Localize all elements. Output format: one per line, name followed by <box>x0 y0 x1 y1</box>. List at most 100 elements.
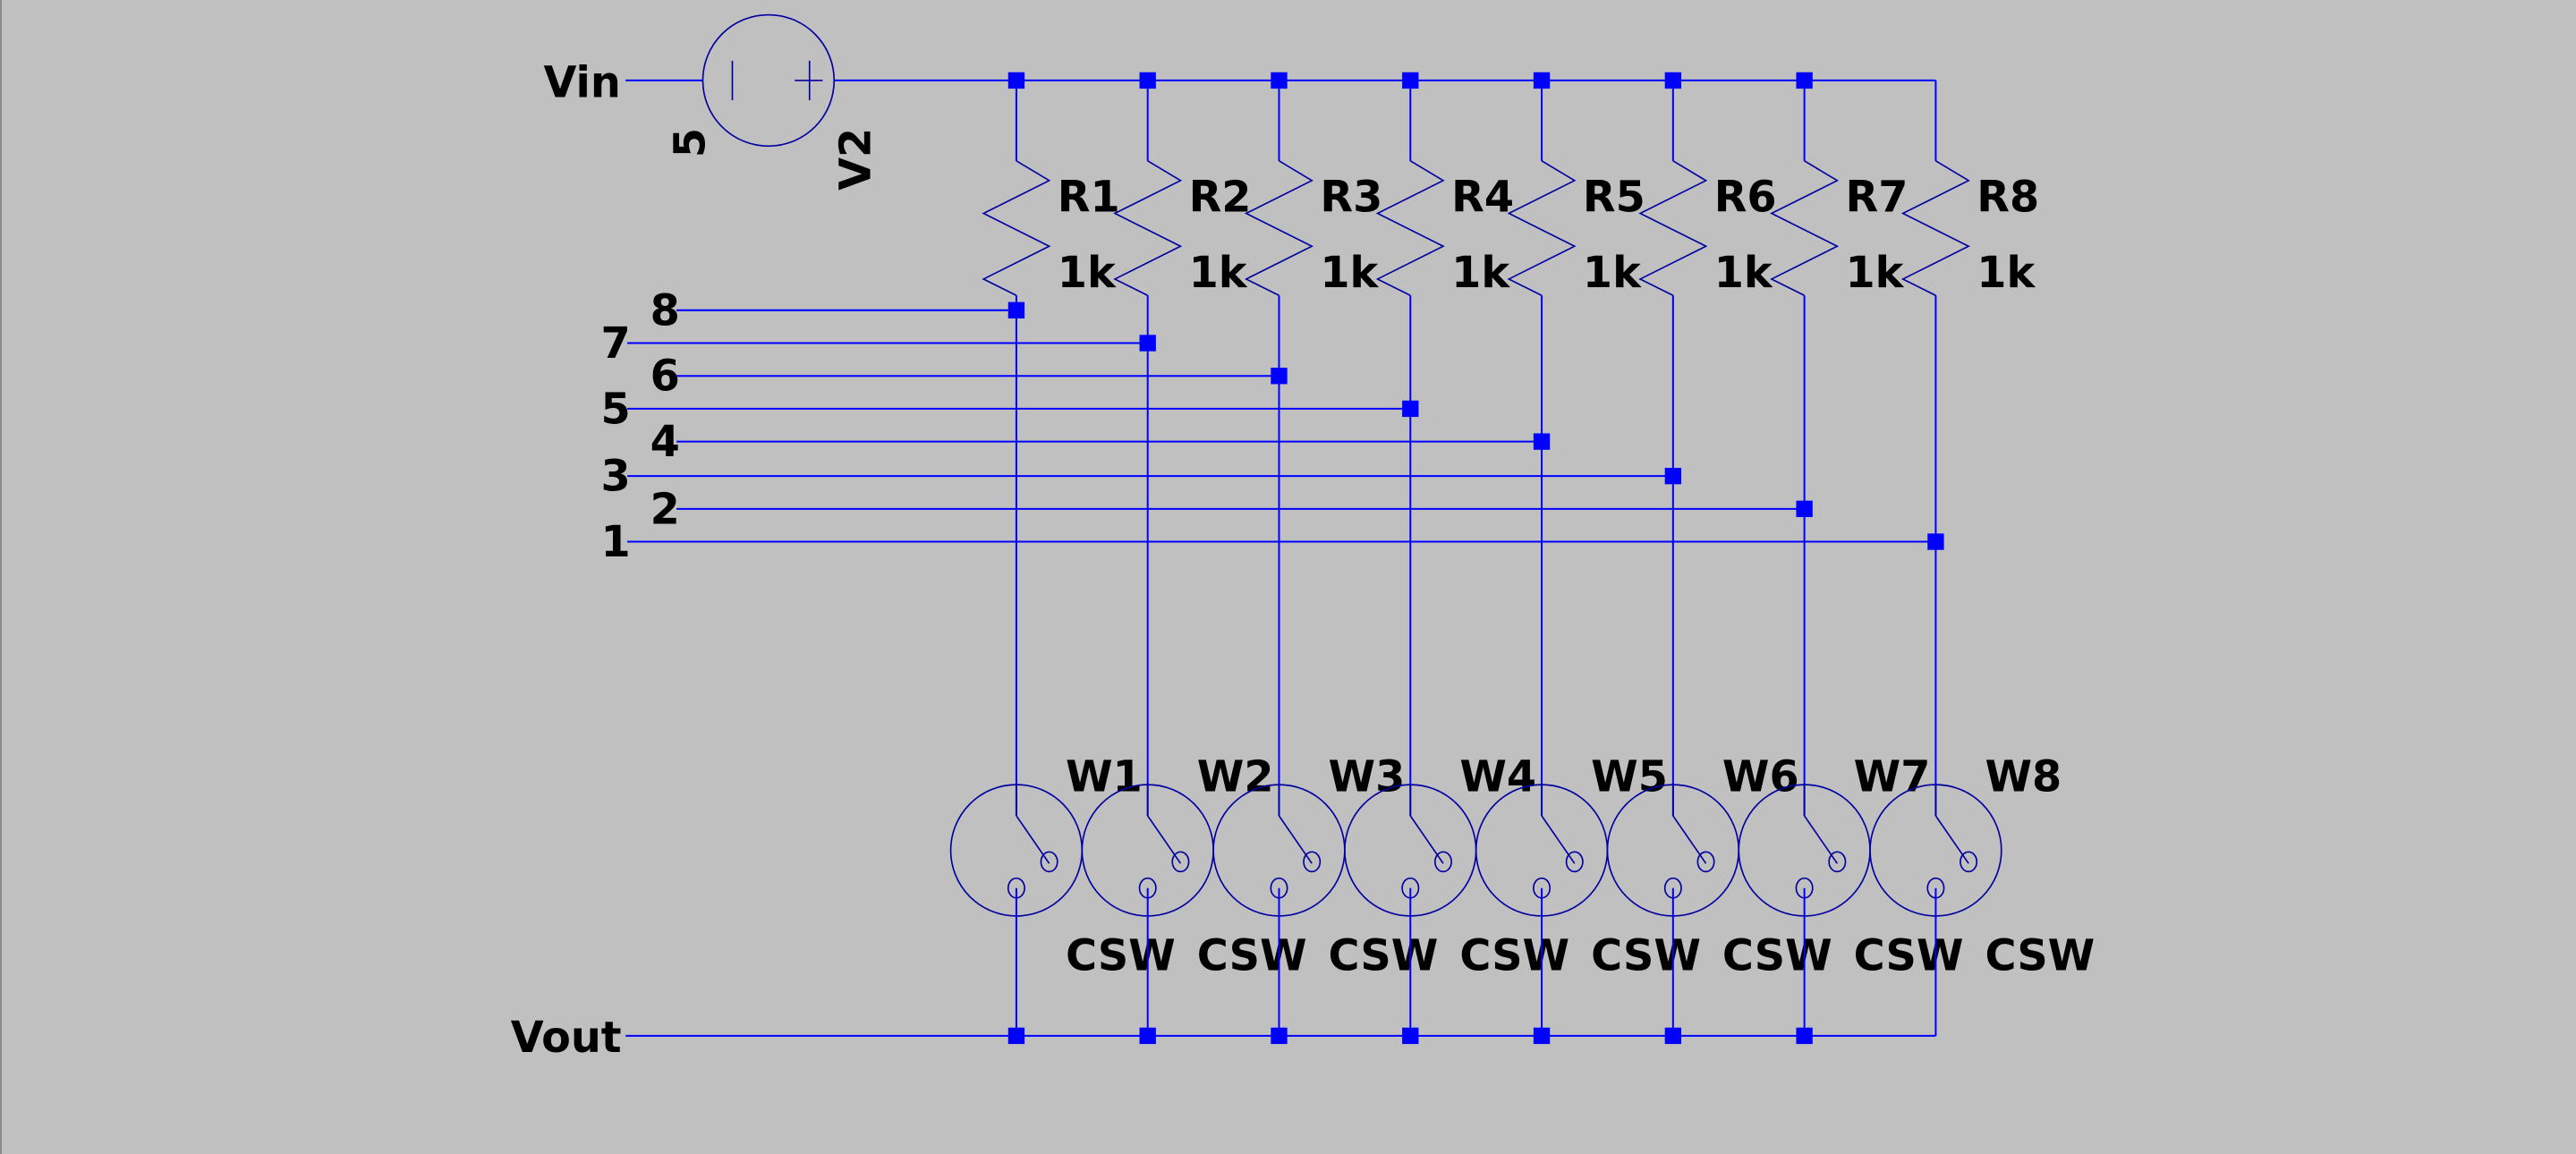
junction-dot <box>1533 1027 1551 1045</box>
junction-dot <box>1007 1027 1025 1045</box>
resistor-icon <box>982 160 1051 297</box>
junction-dot <box>1402 72 1419 89</box>
switch-blade <box>1409 815 1444 864</box>
control-line-4[interactable]: 4 <box>650 418 1551 467</box>
voltage-source-icon <box>701 13 836 148</box>
resistor-value: 1k <box>1058 249 1117 298</box>
switch-model: CSW <box>1197 931 1307 980</box>
switch-name: W4 <box>1459 752 1536 802</box>
switch-model: CSW <box>1985 931 2095 980</box>
resistor-value: 1k <box>1189 249 1248 298</box>
control-line-3[interactable]: 3 <box>601 453 1682 502</box>
resistor-icon <box>1770 160 1840 297</box>
junction-dot <box>1664 1027 1682 1045</box>
resistor-r5[interactable]: R5 1k <box>1507 80 1645 298</box>
control-line-5[interactable]: 5 <box>601 385 1419 434</box>
switch-model: CSW <box>1459 931 1569 980</box>
switch-contact <box>1960 851 1978 873</box>
junction-dot <box>1664 72 1682 89</box>
resistor-name: R8 <box>1977 174 2039 223</box>
resistor-r3[interactable]: R3 1k <box>1244 80 1382 298</box>
switch-blade <box>1803 815 1839 864</box>
switch-blade <box>1672 815 1707 864</box>
resistor-name: R1 <box>1058 174 1120 223</box>
junction-dot <box>1796 1027 1813 1045</box>
resistor-icon <box>1113 160 1183 297</box>
resistor-name: R6 <box>1714 174 1777 223</box>
switch-contact <box>1433 851 1452 873</box>
switch-contact <box>1040 851 1058 873</box>
control-line-label: 6 <box>650 352 680 402</box>
source-name: V2 <box>832 128 881 191</box>
control-line-label: 2 <box>650 485 680 534</box>
junction-dot <box>1402 1027 1419 1045</box>
switch-model: CSW <box>1854 931 1964 980</box>
junction-dot <box>1271 72 1288 89</box>
junction-dot <box>1271 1027 1288 1045</box>
control-line-7[interactable]: 7 <box>601 319 1156 369</box>
resistor-name: R7 <box>1846 174 1909 223</box>
switch-contact <box>1828 851 1847 873</box>
resistor-icon <box>1244 160 1314 297</box>
resistor-icon <box>1375 160 1445 297</box>
control-line-1[interactable]: 1 <box>601 518 1944 567</box>
resistor-icon <box>1900 160 1970 297</box>
switch-name: W3 <box>1329 752 1406 802</box>
resistor-name: R5 <box>1583 174 1645 223</box>
switch-blade <box>1934 815 1969 864</box>
net-label-vout[interactable]: Vout <box>511 1014 622 1063</box>
resistor-r1[interactable]: R1 1k <box>982 80 1120 298</box>
control-line-6[interactable]: 6 <box>650 352 1288 402</box>
control-line-label: 8 <box>650 286 680 335</box>
control-line-label: 3 <box>601 453 631 502</box>
resistor-value: 1k <box>1977 249 2036 298</box>
switch-name: W6 <box>1722 752 1799 802</box>
resistor-name: R2 <box>1189 174 1252 223</box>
switch-model: CSW <box>1329 931 1439 980</box>
control-line-label: 7 <box>601 319 631 369</box>
switch-name: W2 <box>1197 752 1274 802</box>
switch-blade <box>1147 815 1182 864</box>
switch-contact <box>1565 851 1584 873</box>
switch-name: W8 <box>1985 752 2062 802</box>
switch-blade <box>1278 815 1313 864</box>
resistor-value: 1k <box>1320 249 1379 298</box>
switch-blade <box>1016 815 1050 864</box>
switch-name: W5 <box>1591 752 1668 802</box>
resistor-value: 1k <box>1714 249 1773 298</box>
net-label-vin[interactable]: Vin <box>543 58 620 107</box>
switch-model: CSW <box>1066 931 1176 980</box>
resistor-r6[interactable]: R6 1k <box>1638 80 1777 298</box>
control-line-8[interactable]: 8 <box>650 286 1025 335</box>
junction-dot <box>1139 72 1156 89</box>
resistor-value: 1k <box>1583 249 1642 298</box>
resistor-value: 1k <box>1846 249 1905 298</box>
voltage-source-v2[interactable]: 5 V2 <box>666 13 881 191</box>
control-line-label: 5 <box>601 385 631 434</box>
switch-contact <box>1171 851 1190 873</box>
control-line-2[interactable]: 2 <box>650 485 1813 534</box>
resistor-icon <box>1638 160 1708 297</box>
switch-blade <box>1541 815 1576 864</box>
resistor-r8[interactable]: R8 1k <box>1900 80 2039 298</box>
switch-name: W1 <box>1066 752 1143 802</box>
switch-contact <box>1303 851 1322 873</box>
control-line-label: 4 <box>650 418 680 467</box>
resistor-r2[interactable]: R2 1k <box>1113 80 1252 298</box>
junction-dot <box>1007 72 1025 89</box>
switch-model: CSW <box>1591 931 1701 980</box>
switch-name: W7 <box>1854 752 1931 802</box>
source-value: 5 <box>666 128 715 157</box>
junction-dot <box>1533 72 1551 89</box>
resistor-name: R3 <box>1320 174 1382 223</box>
resistor-r7[interactable]: R7 1k <box>1770 80 1909 298</box>
resistor-value: 1k <box>1451 249 1510 298</box>
control-line-label: 1 <box>601 518 631 567</box>
